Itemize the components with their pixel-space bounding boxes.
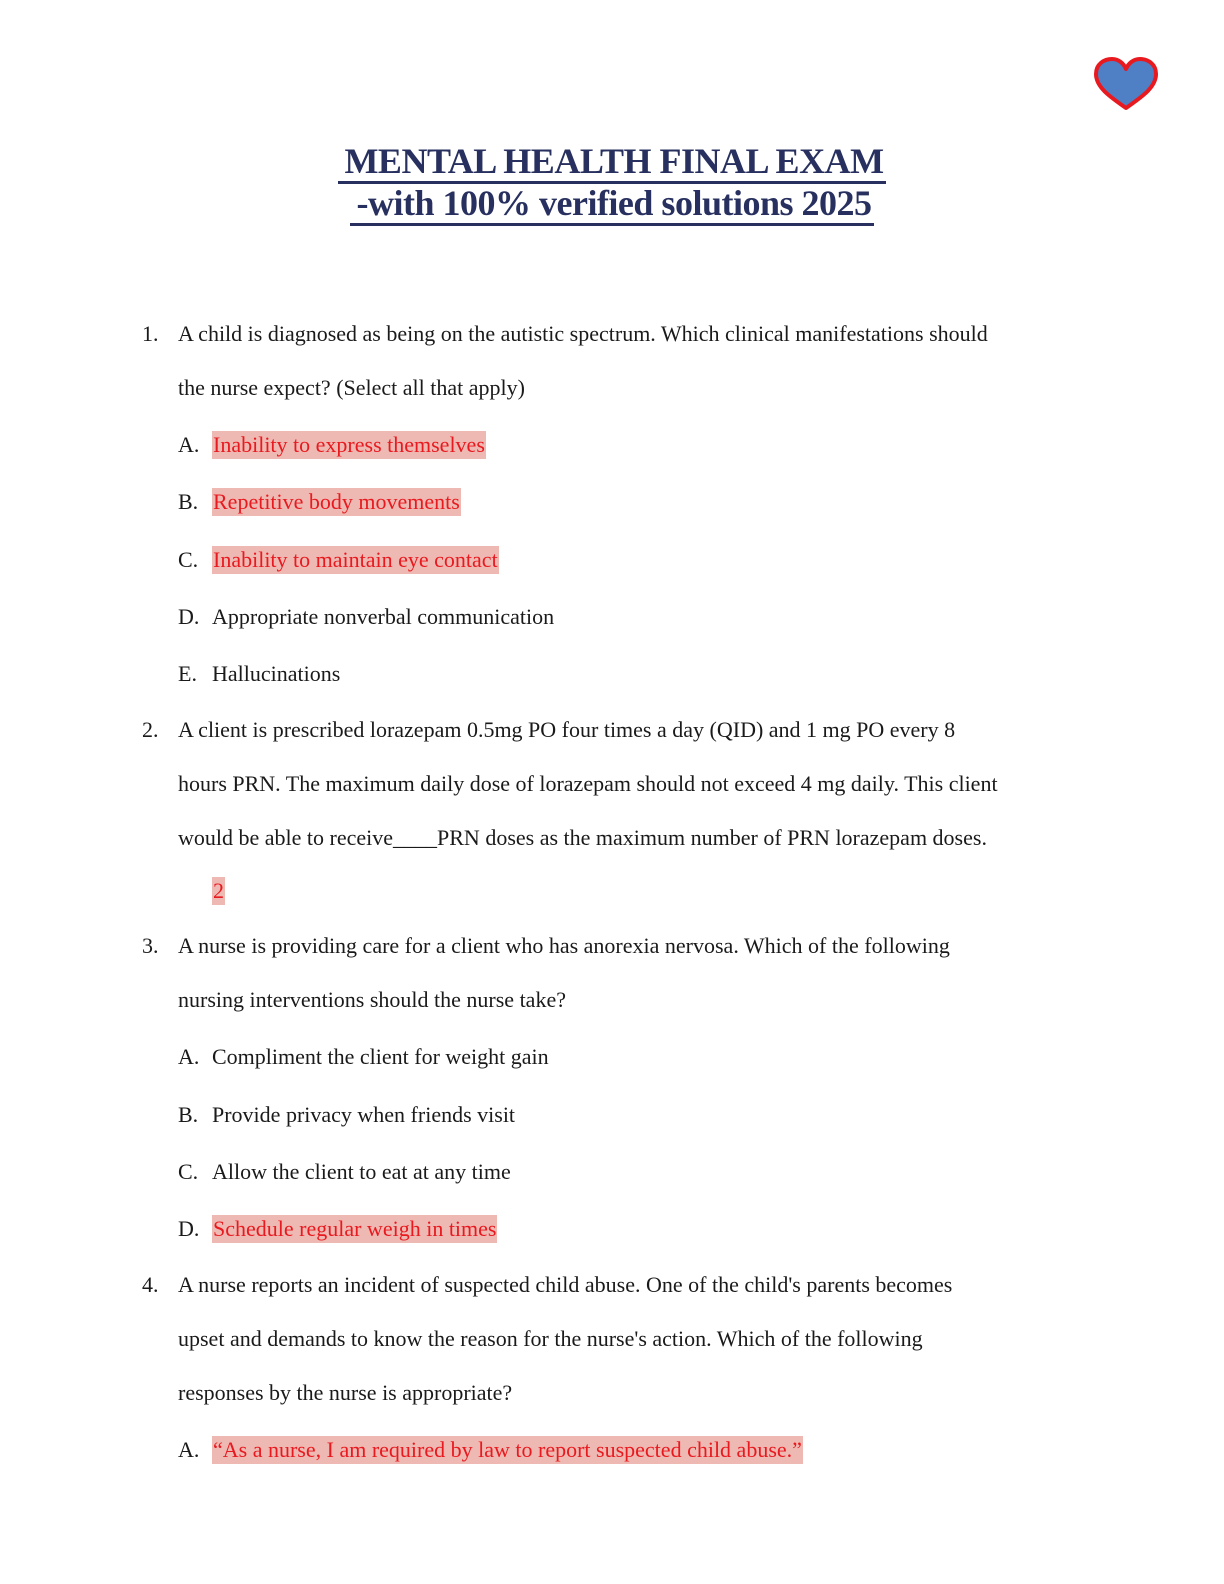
question-text: A nurse is providing care for a client w… (178, 933, 950, 958)
question-text: A child is diagnosed as being on the aut… (178, 321, 988, 346)
option-letter: A. (178, 1044, 200, 1069)
question-text: nursing interventions should the nurse t… (178, 987, 566, 1012)
option-text: Appropriate nonverbal communication (212, 604, 555, 629)
answer-option: Inability to express themselves (212, 431, 486, 459)
answer-option: “As a nurse, I am required by law to rep… (212, 1436, 803, 1464)
option-text: Hallucinations (212, 661, 341, 686)
option-letter: A. (178, 1437, 200, 1462)
question-number: 4. (142, 1272, 159, 1297)
option-letter: A. (178, 432, 200, 457)
option-letter: B. (178, 489, 199, 514)
option-letter: C. (178, 1159, 199, 1184)
option-text: Compliment the client for weight gain (212, 1044, 549, 1069)
question-text: hours PRN. The maximum daily dose of lor… (178, 771, 998, 796)
answer-value: 2 (212, 877, 225, 905)
option-letter: E. (178, 661, 197, 686)
heart-icon (1094, 57, 1158, 110)
option-letter: D. (178, 1216, 200, 1241)
question-text: responses by the nurse is appropriate? (178, 1380, 513, 1405)
document-title: MENTAL HEALTH FINAL EXAM (0, 140, 1224, 184)
option-text: Provide privacy when friends visit (212, 1102, 516, 1127)
question-text: A nurse reports an incident of suspected… (178, 1272, 953, 1297)
document-subtitle: -with 100% verified solutions 2025 (0, 182, 1224, 226)
question-text: upset and demands to know the reason for… (178, 1326, 923, 1351)
answer-option: Inability to maintain eye contact (212, 546, 499, 574)
answer-option: Schedule regular weigh in times (212, 1215, 498, 1243)
question-number: 2. (142, 717, 159, 742)
option-text: Allow the client to eat at any time (212, 1159, 511, 1184)
option-letter: B. (178, 1102, 199, 1127)
question-text: A client is prescribed lorazepam 0.5mg P… (178, 717, 956, 742)
question-number: 3. (142, 933, 159, 958)
question-number: 1. (142, 321, 159, 346)
option-letter: D. (178, 604, 200, 629)
question-text: the nurse expect? (Select all that apply… (178, 375, 525, 400)
option-letter: C. (178, 547, 199, 572)
answer-option: Repetitive body movements (212, 488, 461, 516)
question-text: would be able to receive____PRN doses as… (178, 825, 987, 850)
